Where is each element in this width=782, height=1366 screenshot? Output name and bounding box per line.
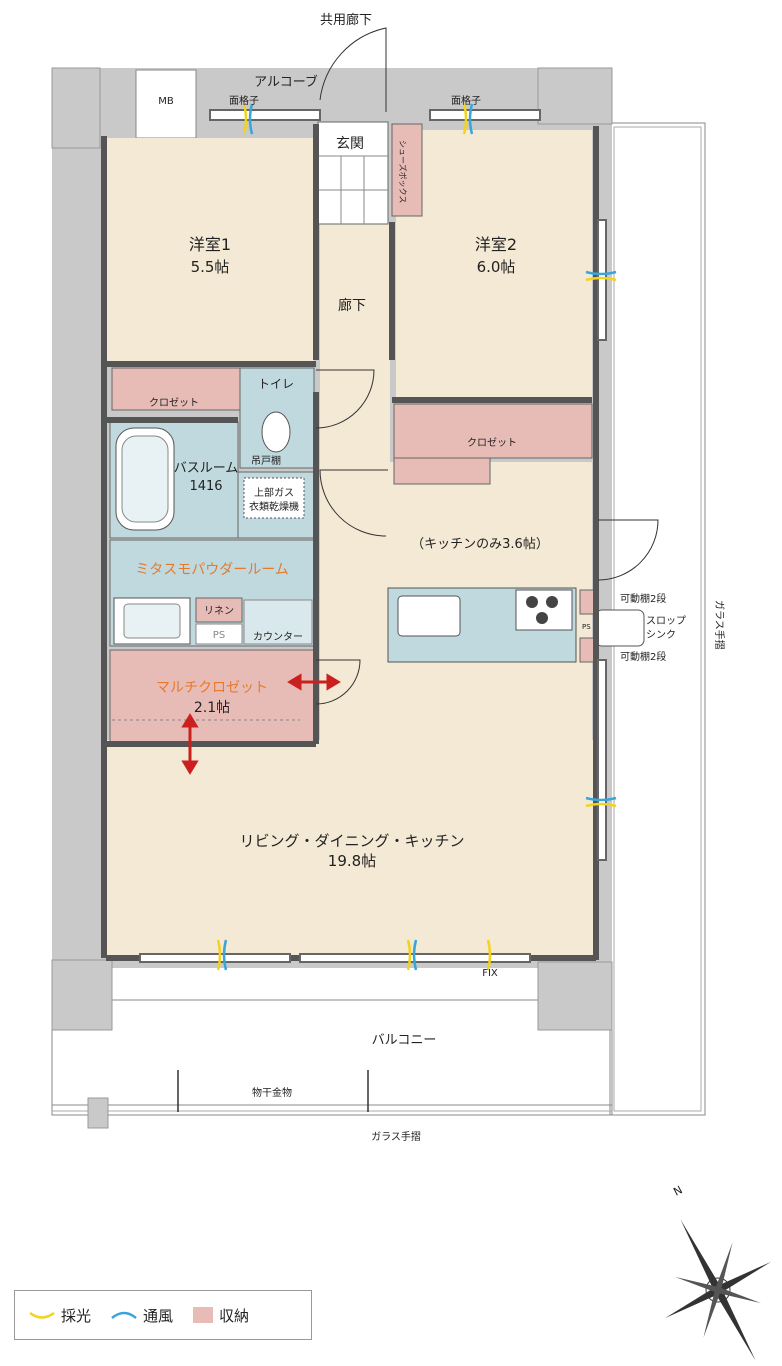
movable-shelf-top-label: 可動棚2段 bbox=[620, 592, 666, 605]
glass-rail-bottom-label: ガラス手摺 bbox=[371, 1130, 421, 1143]
room2-size: 6.0帖 bbox=[477, 258, 516, 276]
alcove-label: アルコーブ bbox=[254, 74, 318, 90]
mb-box bbox=[135, 69, 197, 139]
closet1-area bbox=[111, 367, 241, 411]
legend-storage-label: 収納 bbox=[219, 1306, 250, 1325]
room2-name: 洋室2 bbox=[475, 235, 517, 254]
burner bbox=[526, 596, 538, 608]
compass bbox=[665, 1219, 771, 1361]
slop-sink-line2: シンク bbox=[646, 629, 676, 641]
closet2-lower bbox=[393, 457, 491, 485]
ldk-name: リビング・ダイニング・キッチン bbox=[239, 832, 464, 850]
ldk-floor bbox=[106, 740, 594, 956]
drying-posts bbox=[177, 1070, 369, 1112]
shoe-box-label: シューズボックス bbox=[398, 140, 408, 203]
legend-ventilation-label: 通風 bbox=[143, 1306, 174, 1325]
storage-swatch bbox=[193, 1307, 214, 1323]
common-corridor-label: 共用廊下 bbox=[320, 12, 372, 28]
entrance-tiles bbox=[318, 155, 388, 224]
dryer-line1: 上部ガス bbox=[254, 486, 294, 499]
counter-label: カウンター bbox=[253, 631, 303, 643]
bathtub-inner bbox=[121, 435, 169, 523]
ldk-size: 19.8帖 bbox=[328, 852, 376, 870]
north-label: N bbox=[671, 1183, 684, 1198]
shelf-top bbox=[579, 589, 595, 615]
entrance-floor bbox=[317, 121, 389, 225]
gas-dryer bbox=[243, 477, 305, 519]
pillar-bottom-right bbox=[537, 961, 613, 1031]
ventilation-icon bbox=[111, 1311, 137, 1319]
drying-hardware-label: 物干金物 bbox=[252, 1086, 292, 1099]
counter-area bbox=[243, 599, 313, 645]
burner bbox=[536, 612, 548, 624]
balcony-post bbox=[87, 1097, 109, 1129]
kitchen-sink bbox=[397, 595, 461, 637]
light-vent-markers bbox=[216, 103, 617, 971]
room1-floor bbox=[106, 138, 314, 366]
shoe-box bbox=[391, 123, 423, 217]
slop-sink-line1: スロップ bbox=[646, 615, 686, 627]
legend: 採光 通風 収納 bbox=[14, 1290, 312, 1340]
legend-ventilation: 通風 bbox=[111, 1305, 173, 1326]
multi-closet-area bbox=[109, 649, 317, 743]
powder-room-label: ミタスモパウダールーム bbox=[135, 562, 289, 578]
pillar-bottom-left bbox=[51, 959, 113, 1031]
ps-box bbox=[195, 623, 243, 645]
washbasin-bowl bbox=[123, 603, 181, 639]
legend-daylight-label: 採光 bbox=[61, 1306, 92, 1325]
mb-label: MB bbox=[158, 96, 174, 107]
corridor-floor bbox=[320, 222, 390, 462]
multi-closet-size: 2.1帖 bbox=[194, 700, 230, 716]
legend-storage: 収納 bbox=[193, 1305, 249, 1326]
linen-box bbox=[195, 597, 243, 623]
closet2-area bbox=[393, 403, 593, 459]
toilet-bowl bbox=[261, 411, 291, 453]
linen-label: リネン bbox=[204, 605, 234, 617]
balcony-area bbox=[51, 999, 613, 1116]
balcony-label: バルコニー bbox=[372, 1033, 437, 1048]
pillar-top-right bbox=[537, 67, 613, 125]
closet2-label: クロゼット bbox=[467, 437, 517, 449]
toilet-label: トイレ bbox=[258, 377, 294, 391]
burner bbox=[546, 596, 558, 608]
shelf-bottom bbox=[579, 637, 595, 663]
corridor-label: 廊下 bbox=[338, 297, 366, 314]
bathroom-label: バスルーム bbox=[174, 461, 239, 476]
bathroom-size: 1416 bbox=[189, 479, 222, 494]
room1-size: 5.5帖 bbox=[191, 258, 230, 276]
kitchen-stove bbox=[515, 589, 573, 631]
dryer-line2: 衣類乾燥機 bbox=[249, 500, 299, 513]
room1-name: 洋室1 bbox=[189, 235, 231, 254]
room2-floor bbox=[396, 130, 592, 400]
slop-sink bbox=[595, 609, 645, 647]
access-arrows bbox=[181, 673, 341, 775]
hanging-shelf-label: 吊戸棚 bbox=[251, 454, 281, 467]
glass-rail-right-label: ガラス手摺 bbox=[713, 600, 726, 650]
ps-label: PS bbox=[213, 630, 225, 641]
kitchen-only-label: （キッチンのみ3.6帖） bbox=[411, 537, 549, 552]
legend-daylight: 採光 bbox=[29, 1305, 91, 1326]
fix-label: FIX bbox=[482, 968, 498, 979]
daylight-icon bbox=[29, 1311, 55, 1319]
lattice-right-label: 面格子 bbox=[451, 94, 481, 107]
multi-closet-label: マルチクロゼット bbox=[156, 680, 268, 696]
entrance-label: 玄関 bbox=[336, 135, 364, 152]
ps-small-label: PS bbox=[582, 623, 591, 631]
pillar-top-left bbox=[51, 67, 101, 149]
movable-shelf-bottom-label: 可動棚2段 bbox=[620, 650, 666, 663]
closet1-label: クロゼット bbox=[149, 397, 199, 409]
door-swings bbox=[315, 27, 659, 705]
lattice-left-label: 面格子 bbox=[229, 94, 259, 107]
